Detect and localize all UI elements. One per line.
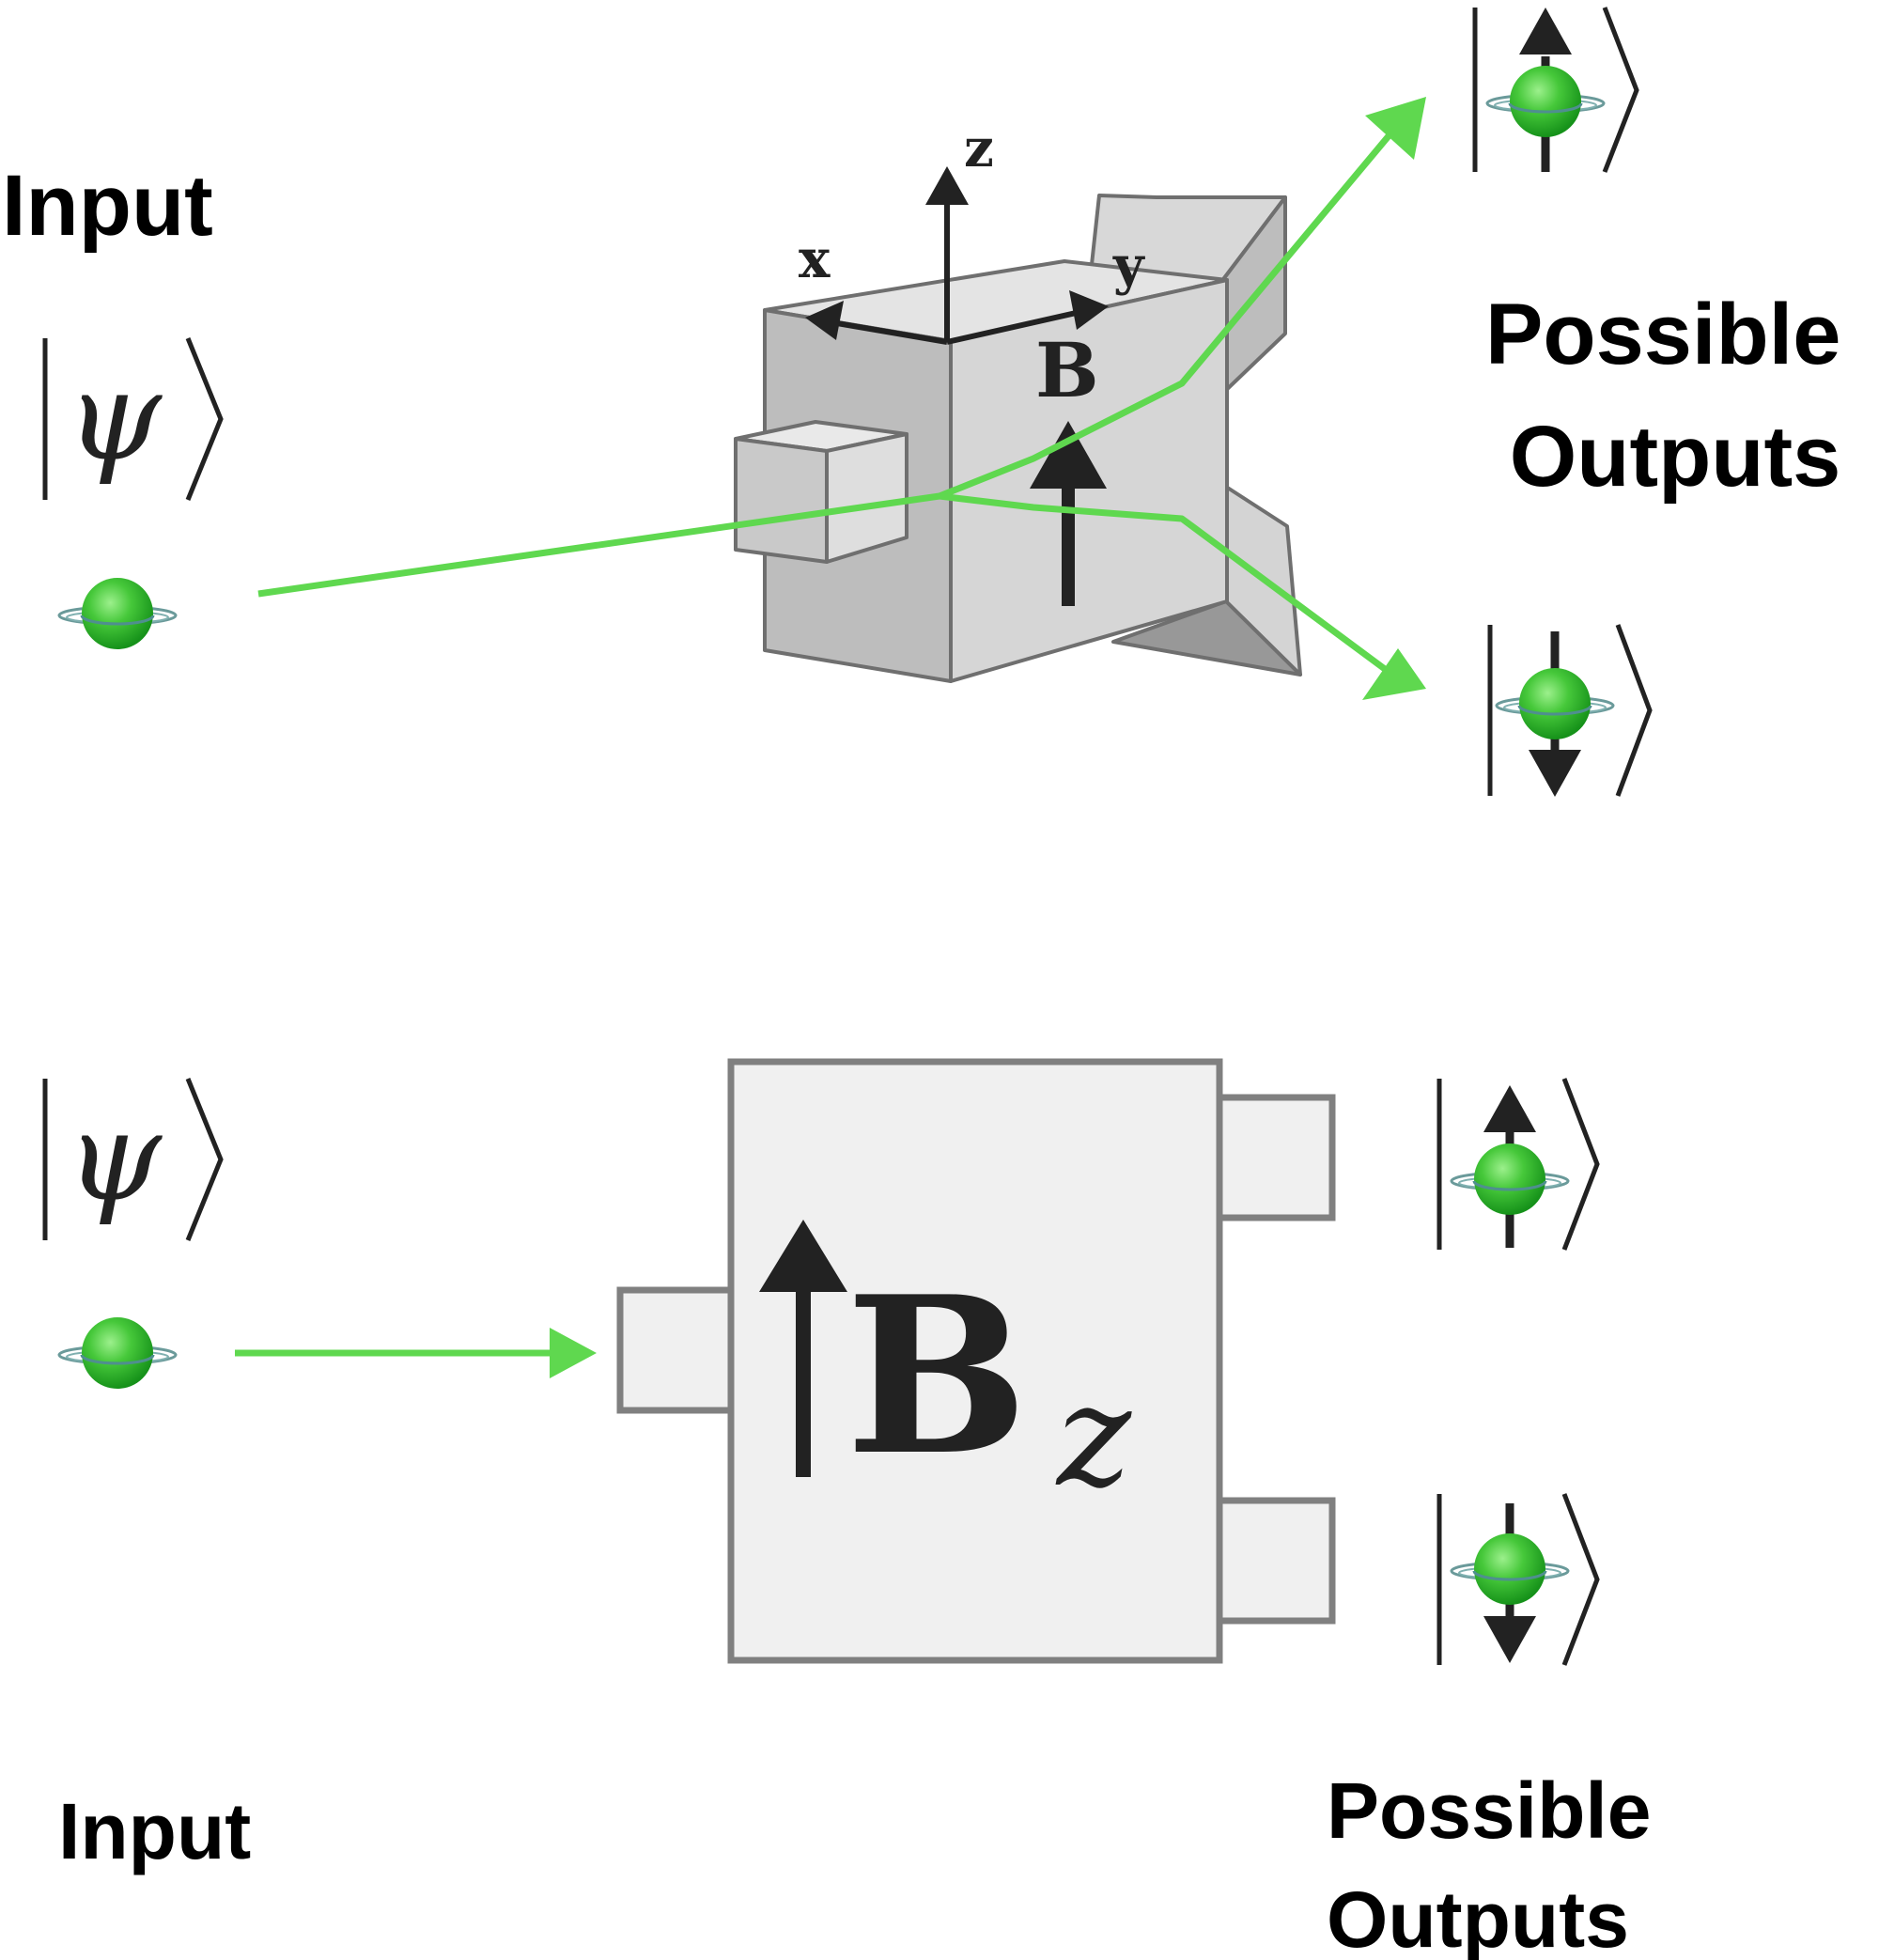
bottom-device-box — [616, 1058, 1336, 1664]
top-output-spin-down-ket — [1487, 624, 1653, 797]
device-label-subscript: z — [1055, 1355, 1132, 1518]
arrow-down-icon — [1529, 750, 1581, 797]
bottom-outputs-label-line2: Outputs — [1327, 1875, 1629, 1960]
bottom-input-state-symbol: ψ — [66, 1085, 163, 1228]
x-axis — [831, 319, 948, 345]
bottom-input-label: Input — [58, 1787, 251, 1875]
top-outputs-label-line2: Outputs — [1510, 409, 1841, 505]
ket-right-angle — [1561, 1493, 1600, 1666]
top-axes — [805, 166, 1109, 345]
ket-right-angle — [185, 337, 224, 501]
device-input-port — [616, 1286, 735, 1414]
beam-lower-arrowhead — [1362, 648, 1426, 700]
beam-lower — [939, 492, 1391, 675]
x-axis-arrowhead — [805, 301, 844, 340]
beam-upper — [938, 129, 1395, 500]
spin-particle-icon — [1485, 64, 1606, 139]
device-output-port-down — [1216, 1497, 1336, 1625]
port-cube-front — [734, 437, 829, 564]
bottom-outputs-label: Possible Outputs — [1327, 1766, 1673, 1960]
bottom-input-state-ket: ψ — [42, 1078, 224, 1241]
device-label-main: B — [846, 1250, 1028, 1503]
top-panel: Input ψ — [2, 7, 1865, 797]
device-output-port-up — [1216, 1094, 1336, 1221]
top-input-label: Input — [2, 158, 213, 254]
z-axis-arrowhead — [925, 166, 969, 205]
spin-particle-icon — [1495, 666, 1615, 741]
arrow-up-icon — [1519, 8, 1572, 54]
top-input-state-ket: ψ — [42, 337, 224, 501]
top-outputs-label-line1: Possible — [1485, 287, 1840, 382]
spin-particle-icon — [1450, 1532, 1570, 1607]
arrow-up-icon — [1483, 1085, 1536, 1132]
device-field-arrow-up-icon — [759, 1220, 847, 1477]
bottom-output-spin-up-ket — [1436, 1078, 1600, 1251]
beam-upper-arrowhead — [1365, 97, 1426, 160]
y-axis — [946, 309, 1081, 345]
top-input-state-symbol: ψ — [66, 345, 163, 488]
field-label-b: B — [1035, 326, 1099, 414]
device-body — [727, 1058, 1223, 1664]
axis-label-z: z — [964, 117, 994, 179]
lower-prism-bottom — [1111, 599, 1302, 677]
y-axis-arrowhead — [1069, 290, 1109, 330]
axis-label-y: y — [1112, 235, 1145, 297]
bottom-input-particle-icon — [57, 1315, 178, 1391]
bottom-output-spin-down-ket — [1436, 1493, 1600, 1666]
arrow-down-icon — [1483, 1616, 1536, 1663]
ket-right-angle — [1561, 1078, 1600, 1251]
beam-incoming — [257, 492, 940, 598]
ket-right-angle — [185, 1078, 224, 1241]
bottom-panel: ψ B z — [42, 1058, 1673, 1960]
field-arrow-up-icon — [1030, 421, 1107, 606]
ket-right-angle — [1615, 624, 1653, 797]
ket-right-angle — [1602, 7, 1639, 173]
bottom-beam-arrowhead — [550, 1328, 597, 1378]
top-outputs-label: Possible Outputs — [1485, 287, 1865, 505]
port-cube-side — [825, 432, 908, 564]
axis-label-x: x — [799, 228, 831, 290]
bottom-outputs-label-line1: Possible — [1327, 1766, 1651, 1855]
device-label: B — [846, 1250, 1028, 1503]
spin-particle-icon — [1450, 1142, 1570, 1217]
top-beam-paths — [257, 129, 1395, 675]
top-output-spin-up-ket — [1472, 7, 1639, 173]
top-input-particle-icon — [57, 576, 178, 651]
